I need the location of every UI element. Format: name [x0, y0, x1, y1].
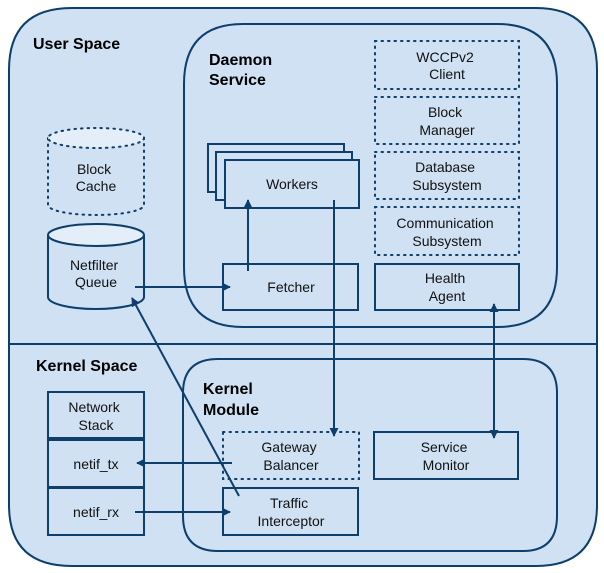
- netif-rx-box: [47, 487, 145, 536]
- gateway-balancer-node[interactable]: Gateway Balancer: [222, 431, 360, 480]
- network-stack-label-line1: Network: [68, 399, 120, 415]
- fetcher-box: [222, 263, 359, 311]
- netfilter-queue-node[interactable]: Netfilter Queue: [47, 223, 145, 310]
- traffic-interceptor-label: Traffic Interceptor: [258, 495, 325, 529]
- netfilter-queue-label-line2: Queue: [75, 274, 117, 290]
- database-subsystem-label: Database Subsystem: [412, 159, 481, 193]
- workers-label: Workers: [266, 176, 318, 192]
- communication-subsystem-label: Communication Subsystem: [396, 215, 497, 249]
- edge-traffic-interceptor-to-netfilter-queue: [131, 297, 240, 497]
- daemon-service-label-line2: Service: [209, 72, 266, 89]
- traffic-interceptor-label-line2: Interceptor: [258, 513, 325, 529]
- netif-tx-node[interactable]: netif_tx: [47, 439, 145, 488]
- database-subsystem-label-line1: Database: [415, 159, 475, 175]
- workers-node[interactable]: Workers: [207, 143, 360, 209]
- service-monitor-node[interactable]: Service Monitor: [373, 431, 519, 480]
- traffic-interceptor-box: [222, 487, 359, 536]
- health-agent-label: Health Agent: [425, 270, 469, 304]
- block-cache-label: Block Cache: [76, 161, 117, 194]
- edges: [131, 199, 499, 517]
- network-stack-label-line2: Stack: [78, 417, 114, 433]
- communication-subsystem-label-line2: Subsystem: [412, 233, 481, 249]
- health-agent-label-line2: Agent: [429, 288, 466, 304]
- block-manager-label-line1: Block: [428, 104, 463, 120]
- wccpv2-client-node[interactable]: WCCPv2 Client: [374, 40, 520, 90]
- kernel-module-label-line2: Module: [203, 402, 259, 419]
- netif-rx-label: netif_rx: [73, 504, 119, 520]
- block-cache-body: [47, 137, 145, 216]
- block-manager-box: [374, 96, 520, 145]
- kernel-space-label: Kernel Space: [36, 358, 137, 375]
- wccpv2-client-label: WCCPv2 Client: [416, 49, 477, 82]
- health-agent-label-line1: Health: [425, 270, 465, 286]
- database-subsystem-node[interactable]: Database Subsystem: [374, 151, 520, 200]
- communication-subsystem-label-line1: Communication: [396, 215, 493, 231]
- database-subsystem-label-line2: Subsystem: [412, 177, 481, 193]
- network-stack-node[interactable]: Network Stack: [47, 391, 145, 439]
- wccpv2-client-box: [374, 40, 520, 90]
- block-manager-label-line2: Manager: [419, 122, 475, 138]
- fetcher-label: Fetcher: [267, 279, 315, 295]
- block-cache-label-line1: Block: [77, 161, 112, 177]
- netif-rx-node[interactable]: netif_rx: [47, 487, 145, 536]
- traffic-interceptor-node[interactable]: Traffic Interceptor: [222, 487, 359, 536]
- netfilter-queue-top: [47, 223, 145, 247]
- netfilter-queue-body: [47, 235, 145, 310]
- health-agent-node[interactable]: Health Agent: [374, 263, 520, 311]
- service-monitor-box: [373, 431, 519, 480]
- kernel-module-label-line1: Kernel: [203, 381, 253, 398]
- block-manager-label: Block Manager: [419, 104, 475, 138]
- gateway-balancer-label: Gateway Balancer: [261, 439, 320, 473]
- wccpv2-client-label-line1: WCCPv2: [416, 49, 474, 65]
- block-manager-node[interactable]: Block Manager: [374, 96, 520, 145]
- daemon-service-label-line1: Daemon: [209, 52, 272, 69]
- service-monitor-label: Service Monitor: [421, 439, 472, 473]
- database-subsystem-box: [374, 151, 520, 200]
- health-agent-box: [374, 263, 520, 311]
- gateway-balancer-label-line2: Balancer: [263, 457, 319, 473]
- communication-subsystem-box: [374, 206, 520, 256]
- netfilter-queue-label: Netfilter Queue: [70, 257, 122, 290]
- kernel-module-label: Kernel Module: [203, 381, 259, 419]
- communication-subsystem-node[interactable]: Communication Subsystem: [374, 206, 520, 256]
- fetcher-node[interactable]: Fetcher: [222, 263, 359, 311]
- user-space-label: User Space: [33, 36, 120, 53]
- block-cache-top: [47, 127, 145, 149]
- traffic-interceptor-label-line1: Traffic: [270, 495, 308, 511]
- daemon-service-label: Daemon Service: [209, 52, 277, 89]
- netfilter-queue-label-line1: Netfilter: [70, 257, 119, 273]
- service-monitor-label-line1: Service: [421, 439, 468, 455]
- block-cache-node[interactable]: Block Cache: [47, 127, 145, 216]
- wccpv2-client-label-line2: Client: [429, 66, 465, 82]
- network-stack-box: [47, 391, 145, 439]
- service-monitor-label-line2: Monitor: [423, 457, 470, 473]
- gateway-balancer-label-line1: Gateway: [261, 439, 316, 455]
- block-cache-label-line2: Cache: [76, 178, 117, 194]
- network-stack-label: Network Stack: [68, 399, 123, 433]
- netif-tx-label: netif_tx: [73, 456, 118, 472]
